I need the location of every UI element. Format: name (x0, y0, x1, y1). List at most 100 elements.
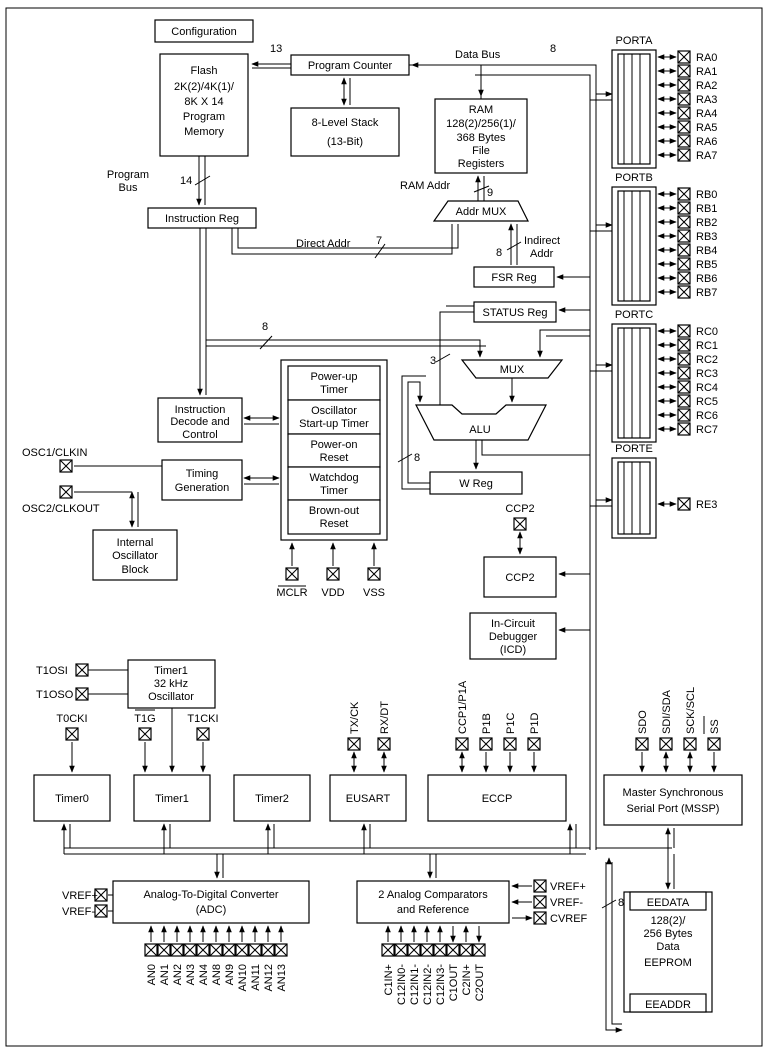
cmp-vref-minus-pin[interactable] (533, 895, 547, 909)
adc-input-pin-7[interactable] (235, 943, 249, 957)
comp-pin-5[interactable] (446, 943, 460, 957)
ram-line-1: RAM (469, 104, 493, 116)
internal-oscillator-line-3: Block (122, 564, 149, 576)
mux-block: MUX (460, 359, 564, 379)
portc-pin-label: RC3 (696, 368, 718, 380)
mclr-pin[interactable] (285, 567, 299, 581)
osc2-pin[interactable] (59, 485, 73, 499)
vdd-pin[interactable] (326, 567, 340, 581)
addr-mux-block: Addr MUX (432, 200, 529, 222)
t0cki-pin[interactable] (65, 727, 79, 741)
portb-pin-0[interactable] (677, 187, 691, 201)
adc-input-pin-4[interactable] (196, 943, 210, 957)
adc-input-pin-5[interactable] (209, 943, 223, 957)
adc-vref-plus-pin[interactable] (94, 888, 108, 902)
sdi-pin[interactable] (659, 737, 673, 751)
timer1-osc-line-1: Timer1 (154, 665, 188, 677)
osc1-pin[interactable] (59, 459, 73, 473)
adc-input-pin-10[interactable] (274, 943, 288, 957)
instruction-decode-line-3: Control (182, 429, 217, 441)
portb-pin-5[interactable] (677, 257, 691, 271)
adc-input-pin-1[interactable] (157, 943, 171, 957)
comp-pin-1[interactable] (394, 943, 408, 957)
portc-pin-label: RC5 (696, 396, 718, 408)
porta-pin-4[interactable] (677, 106, 691, 120)
portc-pin-3[interactable] (677, 366, 691, 380)
ports-layer: PORTARA0RA1RA2RA3RA4RA5RA6RA7PORTBRB0RB1… (611, 35, 718, 539)
p1b-pin[interactable] (479, 737, 493, 751)
portc-pin-5[interactable] (677, 394, 691, 408)
sdo-pin[interactable] (635, 737, 649, 751)
vss-pin[interactable] (367, 567, 381, 581)
rx-pin[interactable] (377, 737, 391, 751)
p1c-pin[interactable] (503, 737, 517, 751)
eusart-label: EUSART (346, 793, 391, 805)
ram-line-4: File (472, 145, 490, 157)
t1oso-pin[interactable] (75, 687, 89, 701)
adc-block: Analog-To-Digital Converter (ADC) (112, 880, 310, 924)
cvref-pin[interactable] (533, 911, 547, 925)
flash-line-5: Memory (184, 126, 224, 138)
cmp-vref-plus-pin[interactable] (533, 879, 547, 893)
porta-pin-5[interactable] (677, 120, 691, 134)
p1d-pin[interactable] (527, 737, 541, 751)
t1osi-pin[interactable] (75, 663, 89, 677)
comp-pin-2[interactable] (407, 943, 421, 957)
porta-pin-6[interactable] (677, 134, 691, 148)
portb-pin-4[interactable] (677, 243, 691, 257)
porta-pin-1[interactable] (677, 64, 691, 78)
portc-pin-1[interactable] (677, 338, 691, 352)
portc-pin-6[interactable] (677, 408, 691, 422)
adc-input-pin-6[interactable] (222, 943, 236, 957)
mssp-line-2: Serial Port (MSSP) (627, 803, 720, 815)
mux-label: MUX (500, 364, 525, 376)
comp-pin-3[interactable] (420, 943, 434, 957)
porte-title: PORTE (615, 443, 653, 455)
adc-vref-minus-label: VREF- (62, 906, 95, 918)
adc-input-pin-9[interactable] (261, 943, 275, 957)
portb-pin-1[interactable] (677, 201, 691, 215)
ss-pin[interactable] (707, 737, 721, 751)
timer2-label: Timer2 (255, 793, 289, 805)
portc-pin-7[interactable] (677, 422, 691, 436)
instruction-reg-label: Instruction Reg (165, 213, 239, 225)
adc-input-pin-0[interactable] (144, 943, 158, 957)
instruction-decode-line-1: Instruction (175, 404, 226, 416)
porta-pin-3[interactable] (677, 92, 691, 106)
alu-block: ALU (415, 404, 547, 441)
portb-pin-6[interactable] (677, 271, 691, 285)
porta-pin-2[interactable] (677, 78, 691, 92)
adc-input-label: AN3 (185, 964, 197, 985)
porte-pin-0[interactable] (677, 497, 691, 511)
tx-pin[interactable] (347, 737, 361, 751)
porta-pin-label: RA0 (696, 52, 717, 64)
adc-input-pin-2[interactable] (170, 943, 184, 957)
t1g-pin[interactable] (138, 727, 152, 741)
sck-pin[interactable] (683, 737, 697, 751)
timing-generation-block: Timing Generation (161, 459, 243, 501)
comp-pin-4[interactable] (433, 943, 447, 957)
t1osi-label: T1OSI (36, 665, 68, 677)
adc-vref-minus-pin[interactable] (94, 904, 108, 918)
comp-pin-label: C12IN1- (409, 964, 421, 1005)
porta-pin-7[interactable] (677, 148, 691, 162)
portc-pin-2[interactable] (677, 352, 691, 366)
osc1-label: OSC1/CLKIN (22, 447, 87, 459)
comp-pin-0[interactable] (381, 943, 395, 957)
adc-input-pin-3[interactable] (183, 943, 197, 957)
ccp1-pin[interactable] (455, 737, 469, 751)
portb-pin-2[interactable] (677, 215, 691, 229)
portc-pin-0[interactable] (677, 324, 691, 338)
portc-pin-4[interactable] (677, 380, 691, 394)
comp-pin-7[interactable] (472, 943, 486, 957)
fsr-reg-label: FSR Reg (491, 272, 536, 284)
flash-line-1: Flash (191, 65, 218, 77)
comp-pin-6[interactable] (459, 943, 473, 957)
adc-input-pin-8[interactable] (248, 943, 262, 957)
porta-pin-0[interactable] (677, 50, 691, 64)
portb-pin-3[interactable] (677, 229, 691, 243)
ccp2-pin[interactable] (513, 517, 527, 531)
portb-pin-7[interactable] (677, 285, 691, 299)
t1cki-pin[interactable] (196, 727, 210, 741)
